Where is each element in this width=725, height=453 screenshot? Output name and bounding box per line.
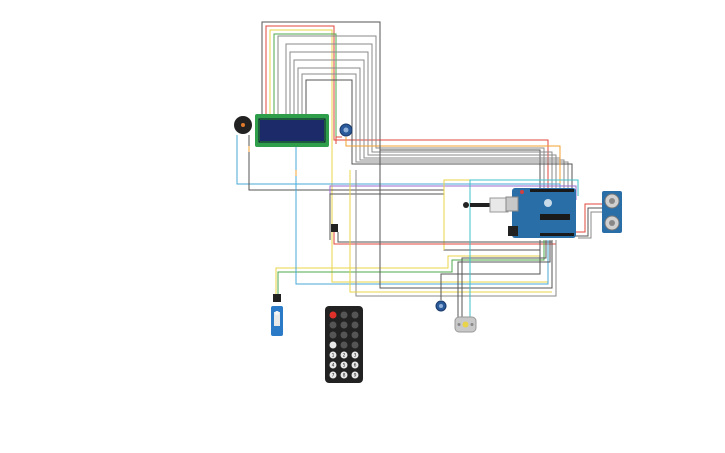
remote-key-label: 1 — [332, 353, 335, 359]
remote-up-button[interactable] — [351, 331, 359, 339]
ir-receiver-icon — [331, 224, 338, 232]
potentiometer-2-knob — [439, 304, 443, 308]
remote-key-label: 4 — [332, 363, 335, 369]
wire-lcd-11[interactable] — [305, 79, 573, 190]
usb-cable — [470, 203, 492, 207]
dc-motor-terminal-1 — [457, 323, 461, 326]
remote-key-3[interactable] — [351, 351, 359, 359]
arduino-uno[interactable] — [463, 188, 576, 238]
remote-prev-button[interactable] — [329, 321, 337, 329]
remote-key-label: 3 — [354, 353, 357, 359]
dc-motor-shaft — [462, 321, 469, 328]
lcd-screen — [260, 120, 324, 141]
wire-ir-1[interactable] — [379, 140, 553, 289]
ultrasonic-transmitter-inner — [609, 198, 615, 204]
remote-func-button[interactable] — [351, 311, 359, 319]
remote-vol-button[interactable] — [340, 311, 348, 319]
wire-ultra-1[interactable] — [570, 203, 603, 233]
dc-motor[interactable] — [454, 316, 477, 333]
wires — [236, 21, 603, 320]
wire-pot-2[interactable] — [335, 136, 342, 144]
wire-ultra-3[interactable] — [578, 211, 603, 239]
wire-motor-1[interactable] — [457, 240, 551, 318]
remote-key-5[interactable] — [340, 361, 348, 369]
wire-motor-2[interactable] — [461, 240, 547, 318]
remote-number-keys: 1 2 3 4 5 6 7 8 9 — [329, 351, 359, 379]
mcu-chip — [540, 214, 570, 220]
header-bottom — [540, 233, 574, 236]
wire-ir-3[interactable] — [349, 170, 552, 293]
power-jack — [508, 226, 518, 236]
remote-key-1[interactable] — [329, 351, 337, 359]
wire-servo-2[interactable] — [277, 240, 545, 296]
arduino-logo — [544, 199, 552, 207]
servo-connector — [273, 294, 281, 302]
remote-key-8[interactable] — [340, 371, 348, 379]
remote-st-button[interactable] — [351, 341, 359, 349]
servo-motor[interactable] — [271, 294, 283, 336]
wire-buzzer-1[interactable] — [236, 135, 561, 190]
remote-voldown-button[interactable] — [340, 331, 348, 339]
wire-lcd-10[interactable] — [301, 73, 569, 190]
buzzer-center — [241, 123, 245, 127]
wire-ir-2[interactable] — [355, 170, 557, 297]
potentiometer-knob — [343, 127, 349, 133]
remote-key-label: 2 — [343, 353, 346, 359]
remote-key-2[interactable] — [340, 351, 348, 359]
potentiometer[interactable] — [339, 123, 353, 137]
usb-cable-end — [463, 202, 469, 208]
lcd-bezel — [258, 118, 326, 143]
remote-eq-button[interactable] — [340, 341, 348, 349]
wire-lcd-9[interactable] — [297, 67, 565, 190]
dc-motor-terminal-2 — [470, 323, 474, 326]
wire-lcd-4[interactable] — [273, 33, 337, 138]
potentiometer-2[interactable] — [435, 300, 447, 312]
wire-cyan-loop[interactable] — [469, 179, 579, 320]
servo-label — [274, 312, 280, 326]
wire-gray-box[interactable] — [329, 193, 445, 248]
remote-next-button[interactable] — [351, 321, 359, 329]
remote-key-label: 7 — [332, 373, 335, 379]
buzzer[interactable] — [234, 116, 252, 134]
lcd-display[interactable] — [255, 114, 329, 147]
ir-remote[interactable]: 1 2 3 4 5 6 7 8 9 — [325, 306, 363, 383]
remote-key-label: 8 — [343, 373, 346, 379]
remote-down-button[interactable] — [329, 331, 337, 339]
ultrasonic-receiver-inner — [609, 220, 615, 226]
ir-receiver[interactable] — [331, 224, 338, 232]
wire-lcd-2[interactable] — [265, 25, 549, 190]
wire-lcd-1[interactable] — [261, 21, 541, 190]
wire-pot-1[interactable] — [345, 137, 561, 190]
remote-power-button[interactable] — [329, 311, 337, 319]
remote-key-label: 5 — [343, 363, 346, 369]
usb-plug — [489, 197, 509, 213]
reset-button — [520, 190, 524, 194]
arduino-uno-icon — [512, 188, 576, 238]
usb-port — [505, 196, 519, 212]
wire-ultra-2[interactable] — [574, 207, 603, 237]
remote-play-button[interactable] — [340, 321, 348, 329]
wire-lcd-7[interactable] — [289, 51, 557, 190]
remote-0-button[interactable] — [329, 341, 337, 349]
remote-key-7[interactable] — [329, 371, 337, 379]
servo-horn — [275, 311, 279, 315]
header-top — [530, 189, 574, 192]
wire-lcd-5[interactable] — [277, 35, 545, 190]
remote-key-4[interactable] — [329, 361, 337, 369]
remote-key-label: 6 — [354, 363, 357, 369]
remote-key-label: 9 — [354, 373, 357, 379]
wire-pot2-1[interactable] — [440, 240, 541, 300]
ultrasonic-sensor[interactable] — [602, 191, 622, 233]
remote-key-9[interactable] — [351, 371, 359, 379]
remote-key-6[interactable] — [351, 361, 359, 369]
